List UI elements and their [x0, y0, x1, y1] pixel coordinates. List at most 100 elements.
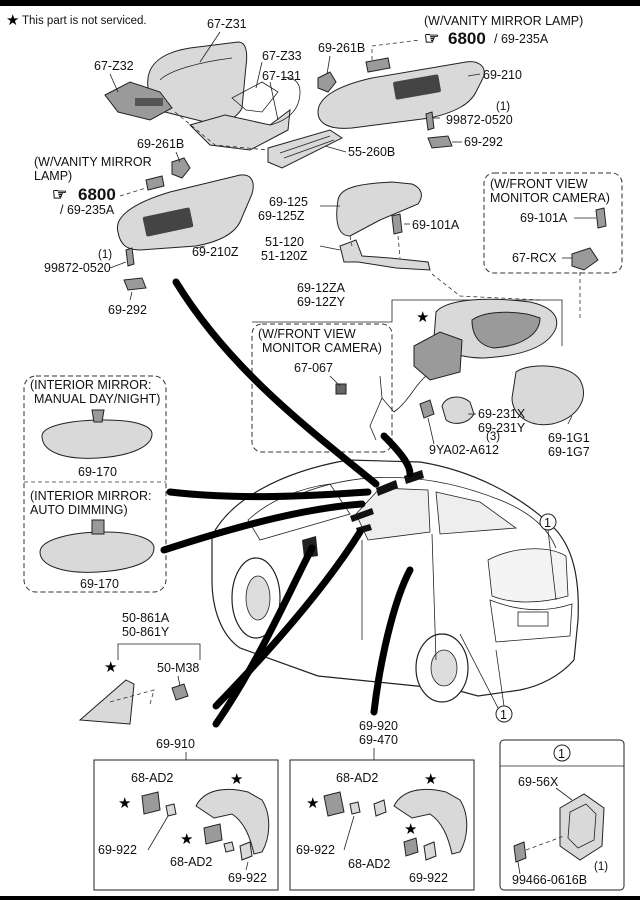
label-68-ad2-a: 68-AD2: [131, 771, 173, 785]
label-68-ad2-c: 68-AD2: [336, 771, 378, 785]
label-51-120z: 51-120Z: [261, 249, 308, 263]
visor-clip-left: [171, 157, 191, 179]
label-67-z33: 67-Z33: [262, 49, 302, 63]
bracket-50-861: [117, 643, 201, 660]
label-im-auto-1: (INTERIOR MIRROR:: [30, 489, 152, 503]
vanity-lamp-left-dash: [119, 187, 147, 197]
screw-69-101a-right: [595, 207, 607, 229]
leader-922-b: [245, 861, 249, 871]
fvmc-left-box: [251, 323, 393, 453]
label-99872-0520-left: 99872-0520: [44, 261, 111, 275]
label-69-1g7: 69-1G7: [548, 445, 590, 459]
label-fvmc-right-1: (W/FRONT VIEW: [490, 177, 588, 191]
leader-z33: [255, 61, 263, 89]
grip-920-clip-a: [349, 801, 361, 815]
label-99872-top-qty: (1): [496, 101, 510, 113]
visor-clip-top: [317, 71, 337, 93]
harness-dash: [349, 235, 401, 259]
bottom-rule: [0, 896, 640, 900]
label-68-ad2-b: 68-AD2: [170, 855, 212, 869]
grip-box-69-920: [289, 759, 475, 891]
legend-text: This part is not serviced.: [22, 15, 147, 27]
bracket-69-56x-inner: [567, 803, 597, 849]
leader-51-120: [319, 245, 341, 251]
label-69-231x: 69-231X: [478, 407, 526, 421]
label-9ya02-a612: 9YA02-A612: [429, 443, 499, 457]
label-69-170-a: 69-170: [78, 465, 117, 479]
leader-1g1: [567, 415, 573, 425]
label-vanity-lamp-left-1: (W/VANITY MIRROR: [34, 155, 152, 169]
label-99466-qty: (1): [594, 861, 608, 873]
label-51-120: 51-120: [265, 235, 304, 249]
label-6800-top: 6800: [448, 29, 486, 48]
vehicle-windshield: [247, 483, 351, 541]
vanity-lamp-left: [145, 175, 165, 191]
label-69-101a: 69-101A: [412, 218, 460, 232]
grip-920-cap-b: [403, 837, 419, 857]
top-rule: [0, 0, 640, 6]
vehicle-side-window-1: [355, 487, 431, 541]
screw-69-101a: [391, 213, 403, 235]
visor-holder-top: [427, 135, 453, 149]
leader-67-067: [329, 375, 341, 387]
label-69-235a-left: / 69-235A: [60, 203, 115, 217]
console-harness: [269, 77, 301, 126]
quarter-molding-dash: [109, 689, 155, 705]
callout-mirror-to-car: [380, 432, 414, 478]
label-fvmc-left-1: (W/FRONT VIEW: [258, 327, 356, 341]
ref-hand-left: ☞: [52, 185, 67, 204]
camera-67-rcx: [571, 247, 599, 271]
visor-holder-left: [123, 277, 147, 291]
label-69-235a-top: / 69-235A: [494, 32, 549, 46]
callout-grip-right-to-car: [370, 566, 414, 716]
label-69-922-a: 69-922: [98, 843, 137, 857]
leader-9ya02: [427, 417, 435, 445]
screw-9ya02: [419, 399, 435, 419]
leader-261b-top: [326, 55, 331, 75]
grip-920-clip-b: [373, 799, 387, 817]
label-69-261b-top: 69-261B: [318, 41, 365, 55]
visor-mirror-left: [142, 207, 194, 237]
label-67-067: 67-067: [294, 361, 333, 375]
leader-z32: [109, 73, 119, 93]
detail-box-1: [499, 739, 625, 891]
grip-910-star-a: ★: [230, 771, 243, 788]
camera-dash: [431, 272, 581, 318]
label-67-rcx: 67-RCX: [512, 251, 557, 265]
leader-50-m38: [177, 675, 181, 687]
grip-910-clip-c: [239, 841, 253, 861]
fvmc-right-box: [483, 172, 623, 274]
console-cover-55-260b: [267, 129, 343, 169]
console-grille: [135, 98, 163, 106]
label-50-861y: 50-861Y: [122, 625, 170, 639]
vehicle-wheel-front-hub: [245, 575, 271, 621]
label-69-920: 69-920: [359, 719, 398, 733]
vehicle-plate: [517, 611, 549, 627]
screw-99466: [513, 841, 527, 863]
outside-mirror-inner: [471, 311, 541, 349]
label-55-260b: 55-260B: [348, 145, 395, 159]
grip-910-star-c: ★: [180, 831, 193, 848]
label-im-manual-2: MANUAL DAY/NIGHT): [34, 392, 160, 406]
grip-920-star-c: ★: [404, 821, 417, 838]
label-im-manual-1: (INTERIOR MIRROR:: [30, 378, 152, 392]
grip-910-cap-a: [141, 791, 161, 815]
ref-hand-top: ☞: [424, 29, 439, 48]
leader-69-210z: [195, 245, 206, 249]
label-69-210z: 69-210Z: [192, 245, 239, 259]
harness-67-067: [369, 375, 395, 441]
vehicle-wheel-rear-hub: [430, 649, 458, 687]
grip-910-clip-b: [223, 841, 235, 853]
label-69-210: 69-210: [483, 68, 522, 82]
detail-box-1-num: 1: [558, 747, 565, 761]
label-69-125: 69-125: [269, 195, 308, 209]
mirror-cover-69-125: [336, 181, 422, 237]
harness-51-120: [339, 239, 431, 271]
leader-69-210: [467, 73, 481, 77]
vehicle-door-line: [361, 533, 437, 661]
label-69-101a-right: 69-101A: [520, 211, 568, 225]
callout-im-auto-to-car: [160, 500, 366, 554]
console-bracket-67-131: [189, 108, 291, 151]
molding-star: ★: [104, 659, 117, 676]
im-manual-stem: [91, 409, 105, 423]
